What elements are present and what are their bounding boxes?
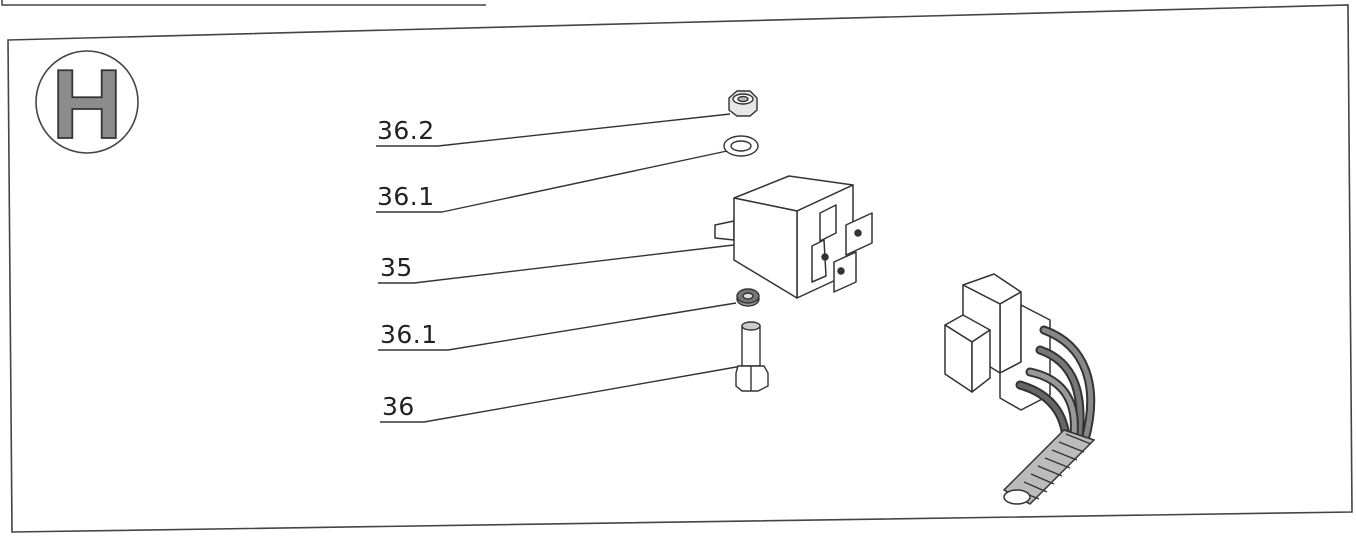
relay-mounting-tab (714, 220, 735, 241)
leader-36 (423, 365, 743, 423)
hex-nut (728, 90, 758, 117)
top-panel-edge (1, 0, 486, 6)
relay-terminal (833, 251, 857, 293)
wire-bundle (1015, 325, 1096, 455)
relay-terminal (819, 204, 837, 242)
callout-label-35: 35 (380, 253, 413, 282)
relay-terminal (811, 239, 827, 283)
relay-body (714, 175, 873, 299)
bolt (735, 321, 769, 392)
callout-label-36-1-top: 36.1 (377, 182, 435, 211)
leader-36-1-top (441, 150, 728, 213)
callout-label-36-1-bottom: 36.1 (380, 320, 438, 349)
section-badge: H (35, 48, 139, 160)
leader-35 (413, 243, 743, 284)
section-badge-letter: H (52, 49, 123, 159)
washer-top (723, 135, 759, 157)
callout-label-36: 36 (382, 392, 415, 421)
frame-border (7, 4, 1353, 533)
relay-connector (944, 273, 1051, 411)
callout-label-36-2: 36.2 (377, 116, 435, 145)
leader-lines (376, 113, 743, 423)
leader-36-1-bottom (447, 302, 737, 351)
wire-sleeve (1002, 429, 1096, 505)
washer-bottom (736, 288, 760, 307)
leader-36-2 (437, 113, 731, 147)
